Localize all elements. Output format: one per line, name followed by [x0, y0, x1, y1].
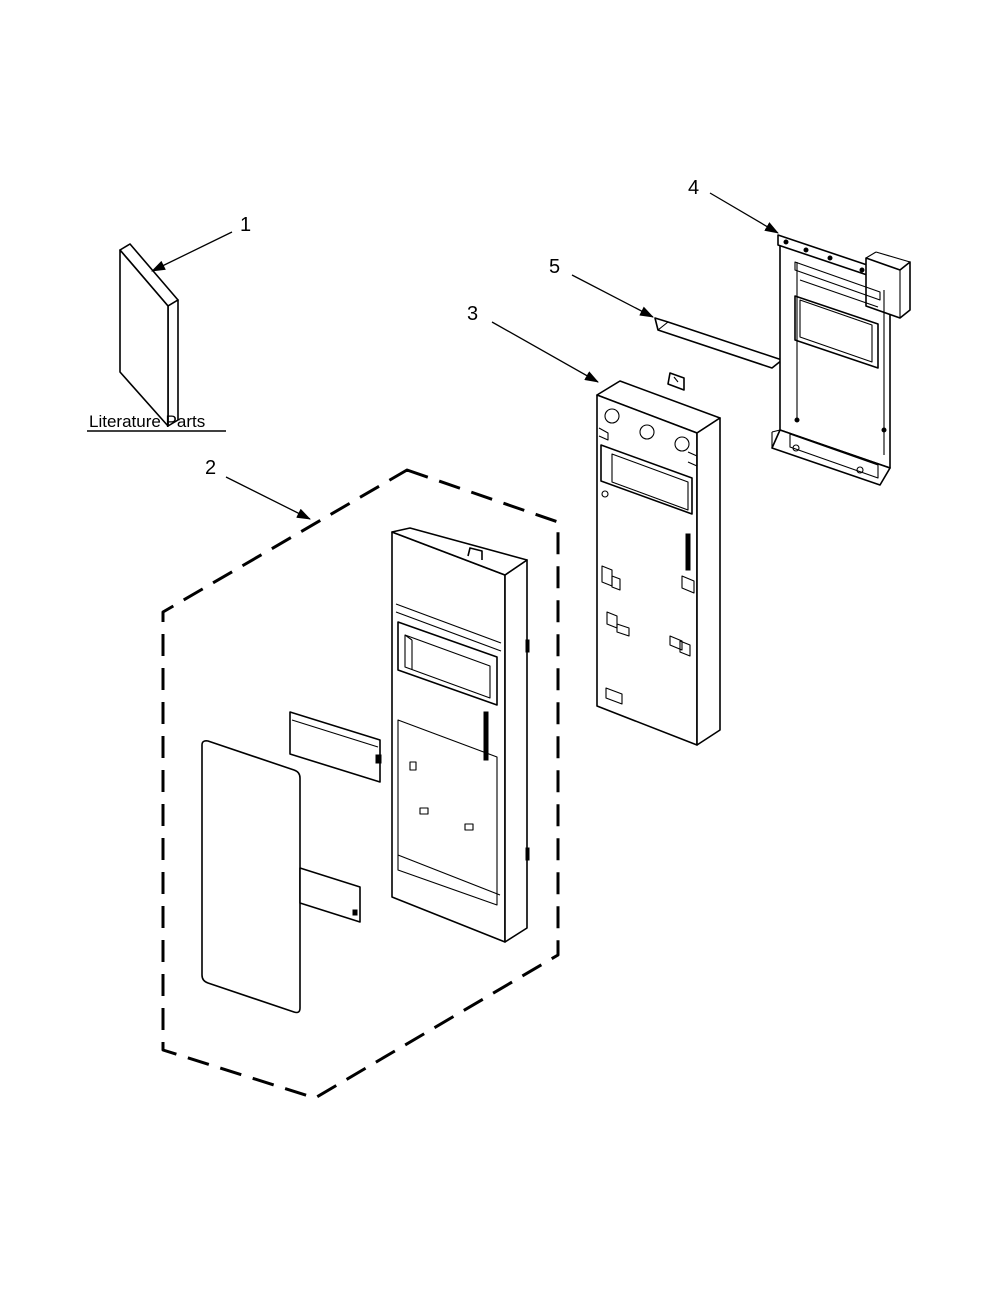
leader-2	[225, 476, 311, 520]
callout-1: 1	[240, 214, 251, 236]
leader-4	[709, 192, 779, 234]
part-2-ribbon-connector	[299, 867, 361, 923]
part-3-panel-bracket	[596, 372, 721, 746]
callout-2: 2	[205, 457, 216, 479]
part-1-literature-booklet	[119, 243, 179, 427]
callout-4: 4	[688, 177, 699, 199]
literature-parts-label: Literature Parts	[89, 412, 205, 431]
part-5-strip	[654, 317, 783, 369]
part-2-display-lens	[289, 711, 382, 783]
part-2-assembly-dashed-outline	[161, 468, 560, 1100]
leader-3	[491, 321, 599, 383]
part-4-control-board	[771, 234, 911, 486]
leader-5	[571, 274, 654, 318]
callout-3: 3	[467, 303, 478, 325]
leader-1	[151, 231, 233, 272]
part-2-touchpad-overlay	[201, 740, 301, 1014]
callout-5: 5	[549, 256, 560, 278]
part-2-control-panel	[391, 527, 530, 943]
